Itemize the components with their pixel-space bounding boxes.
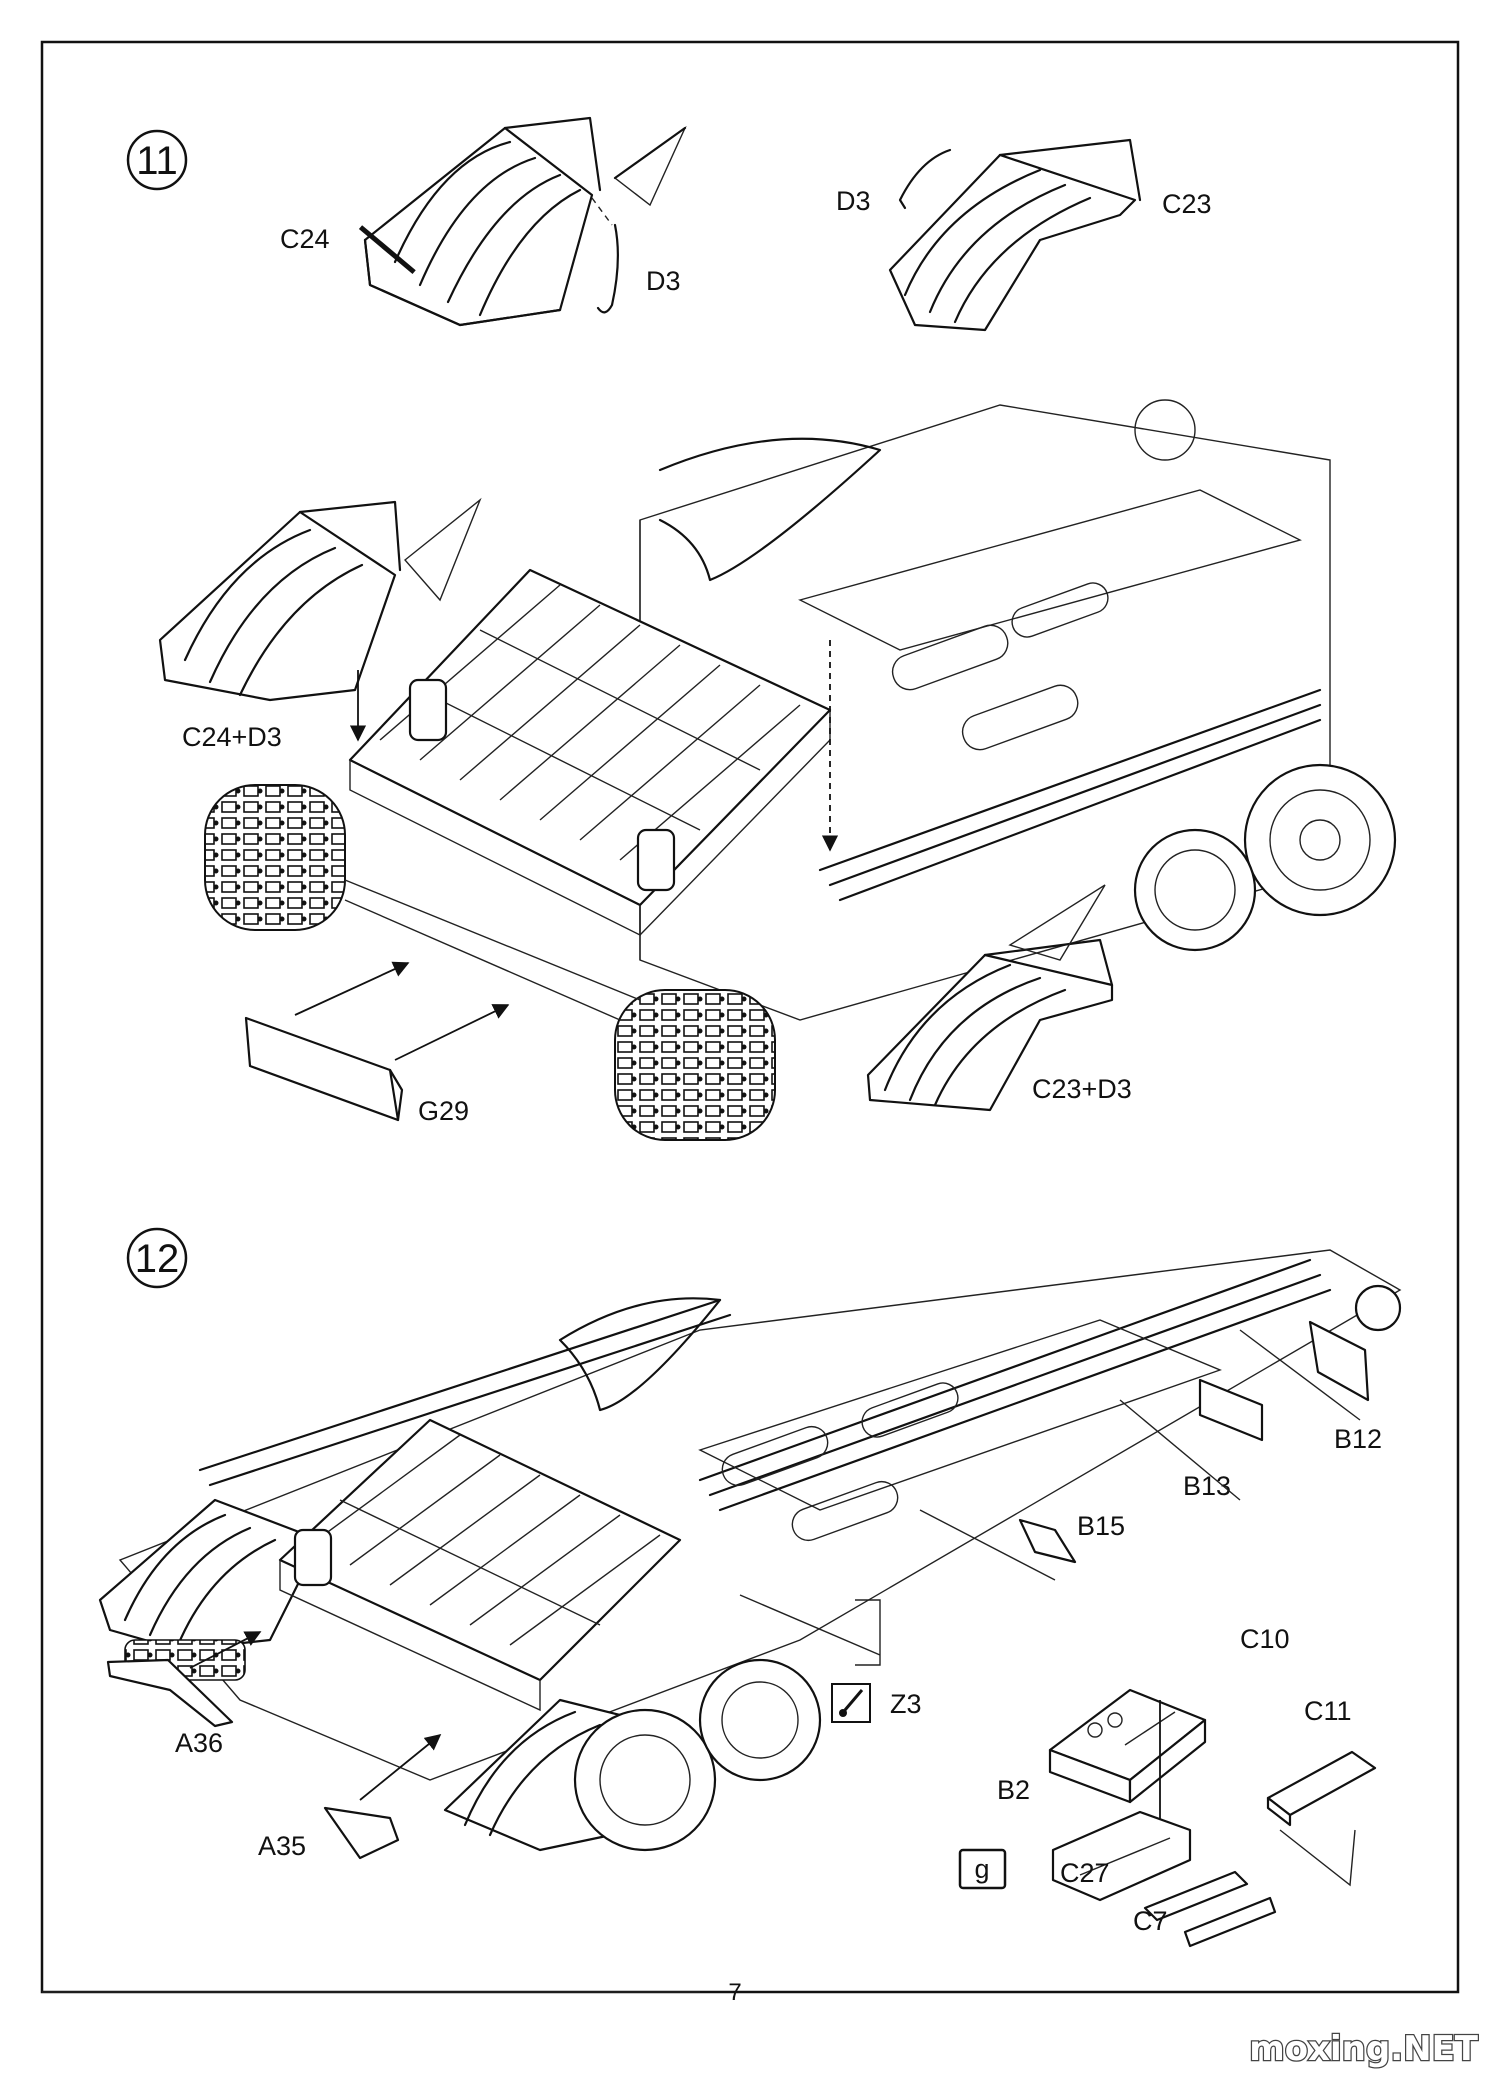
hull-step-11 [639,399,1397,1021]
option-g-box [958,1848,1007,1890]
track-left-step-11 [204,784,346,931]
track-right-step-11 [614,989,776,1141]
label-d3-right: D3 [836,186,871,216]
fender-c24-d3 [158,497,482,702]
label-a36: A36 [175,1728,223,1758]
part-b2 [1051,1810,1192,1902]
fender-c23 [888,138,1142,332]
fender-c24 [358,116,687,327]
label-g: g [974,1854,989,1884]
part-a35 [323,1806,400,1860]
label-b12: B12 [1334,1424,1382,1454]
part-c7 [1183,1896,1277,1948]
label-g29: G29 [418,1096,469,1126]
part-c10 [1048,1688,1207,1804]
step-12-number: 12 [135,1237,180,1281]
label-c24: C24 [280,224,330,254]
label-c24-d3: C24+D3 [182,722,282,752]
part-b12 [1308,1320,1370,1402]
label-c7: C7 [1133,1906,1168,1936]
label-c27: C27 [1060,1858,1110,1888]
label-c23: C23 [1162,189,1212,219]
step-11-number: 11 [136,139,178,183]
step-11: 11 C24 D3 D3 C23 [126,116,1397,1141]
label-b2: B2 [997,1775,1030,1805]
step-12-badge [126,1227,188,1289]
part-b13 [1198,1378,1264,1442]
label-d3-left: D3 [646,266,681,296]
part-c11 [1266,1750,1377,1827]
part-z3 [855,1599,881,1666]
step-11-badge [126,129,188,191]
part-d3-right [898,148,952,210]
hull-step-12 [98,1249,1402,1852]
fender-c23-d3 [866,884,1114,1112]
part-g29 [244,1016,404,1122]
label-c23-d3: C23+D3 [1032,1074,1132,1104]
part-d3-left [596,223,619,314]
part-c27 [1143,1870,1249,1922]
label-z3: Z3 [890,1689,922,1719]
label-b15: B15 [1077,1511,1125,1541]
label-c10: C10 [1240,1624,1290,1654]
engine-deck-step-11 [348,568,832,937]
page-number: 7 [728,1979,741,2006]
page-frame [40,40,1460,1994]
part-b15 [1018,1518,1077,1564]
part-a36 [106,1658,234,1728]
glue-brush-icon [831,1683,871,1723]
label-a35: A35 [258,1831,306,1861]
watermark: moxing.NET [1249,2029,1479,2069]
step-12: 12 [98,1227,1402,1948]
label-c11: C11 [1304,1696,1352,1726]
engine-deck-step-12 [278,1418,682,1712]
